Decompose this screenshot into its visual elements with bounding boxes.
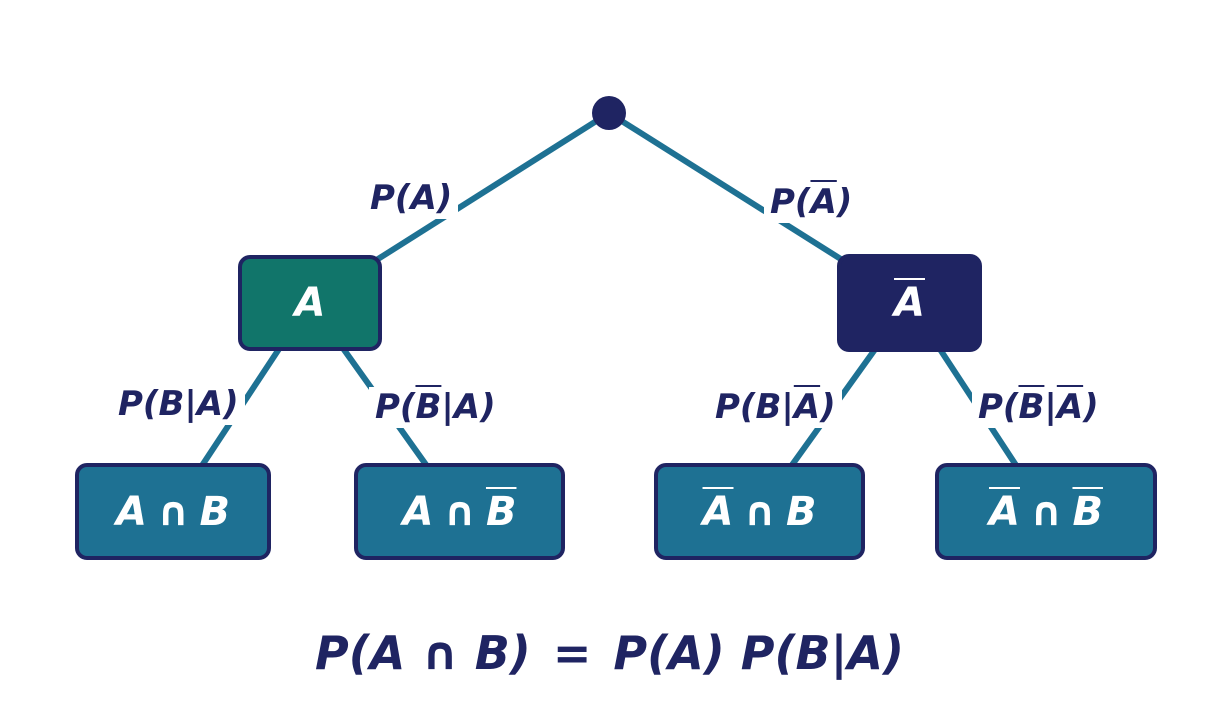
edge-label-p-not-a-pre: P( <box>770 182 811 222</box>
edge-label-p-not-b-given-a-b: B <box>415 387 442 427</box>
leaf-a-and-not-b-left: A <box>402 488 434 535</box>
edge-label-p-not-a-post: ) <box>836 182 853 222</box>
leaf-a-and-b-op: ∩ <box>156 488 190 535</box>
edge-label-p-not-b-given-not-a-pre: P( <box>978 387 1019 427</box>
leaf-not-a-and-not-b-right: B <box>1072 488 1103 535</box>
leaf-not-a-and-b-left: A <box>702 488 734 535</box>
node-a-label: A <box>294 280 326 326</box>
edge-label-p-not-b-given-not-a-a: A <box>1056 387 1084 427</box>
leaf-a-and-not-b: A ∩ B <box>354 463 565 560</box>
edge-label-p-b-given-not-a-a: A <box>793 387 821 427</box>
leaf-a-and-not-b-right: B <box>485 488 517 535</box>
edge-label-p-a-post: ) <box>436 178 453 218</box>
formula-equals: = <box>552 626 592 680</box>
node-not-a-label: A <box>894 280 925 326</box>
leaf-not-a-and-b-right: B <box>785 488 817 535</box>
edge-label-p-not-b-given-not-a-post: ) <box>1083 387 1099 427</box>
leaf-a-and-b-left: A <box>116 488 147 535</box>
leaf-not-a-and-b-op: ∩ <box>743 488 776 535</box>
edge-label-p-b-given-not-a: P(B|A) <box>709 387 842 428</box>
edge-label-p-not-a: P(A) <box>764 182 859 223</box>
edge-label-p-b-given-not-a-pre: P(B| <box>715 387 794 427</box>
leaf-a-and-not-b-op: ∩ <box>443 488 476 535</box>
edge-label-p-not-b-given-a-pre: P( <box>375 387 416 427</box>
leaf-not-a-and-b: A ∩ B <box>654 463 865 560</box>
edge-label-p-b-given-a-text: P(B|A) <box>118 384 239 424</box>
leaf-not-a-and-not-b-left: A <box>989 488 1020 535</box>
edge-label-p-not-b-given-a: P(B|A) <box>369 387 502 428</box>
leaf-a-and-b-right: B <box>199 488 230 535</box>
edge-label-p-a-var: A <box>410 178 437 218</box>
edge-label-p-not-a-var: A <box>810 182 837 222</box>
formula-lhs: P(A ∩ B) <box>315 626 531 680</box>
formula-rhs: P(A) P(B|A) <box>613 626 904 680</box>
node-not-a: A <box>837 254 982 352</box>
edge-label-p-b-given-a: P(B|A) <box>112 384 245 425</box>
edge-label-p-not-b-given-not-a-mid: | <box>1044 387 1057 427</box>
leaf-not-a-and-not-b: A ∩ B <box>935 463 1157 560</box>
edge-label-p-not-b-given-not-a: P(B|A) <box>972 387 1105 428</box>
node-a: A <box>238 255 382 351</box>
leaf-a-and-b: A ∩ B <box>75 463 271 560</box>
root-dot-icon <box>592 96 626 130</box>
edge-label-p-not-b-given-not-a-b: B <box>1018 387 1045 427</box>
leaf-not-a-and-not-b-op: ∩ <box>1029 488 1063 535</box>
multiplication-rule-formula: P(A ∩ B) = P(A) P(B|A) <box>0 626 1219 680</box>
edge-label-p-b-given-not-a-post: ) <box>820 387 836 427</box>
edge-label-p-a-pre: P( <box>370 178 411 218</box>
edge-label-p-not-b-given-a-mid: |A) <box>441 387 496 427</box>
edge-label-p-a: P(A) <box>364 178 459 219</box>
